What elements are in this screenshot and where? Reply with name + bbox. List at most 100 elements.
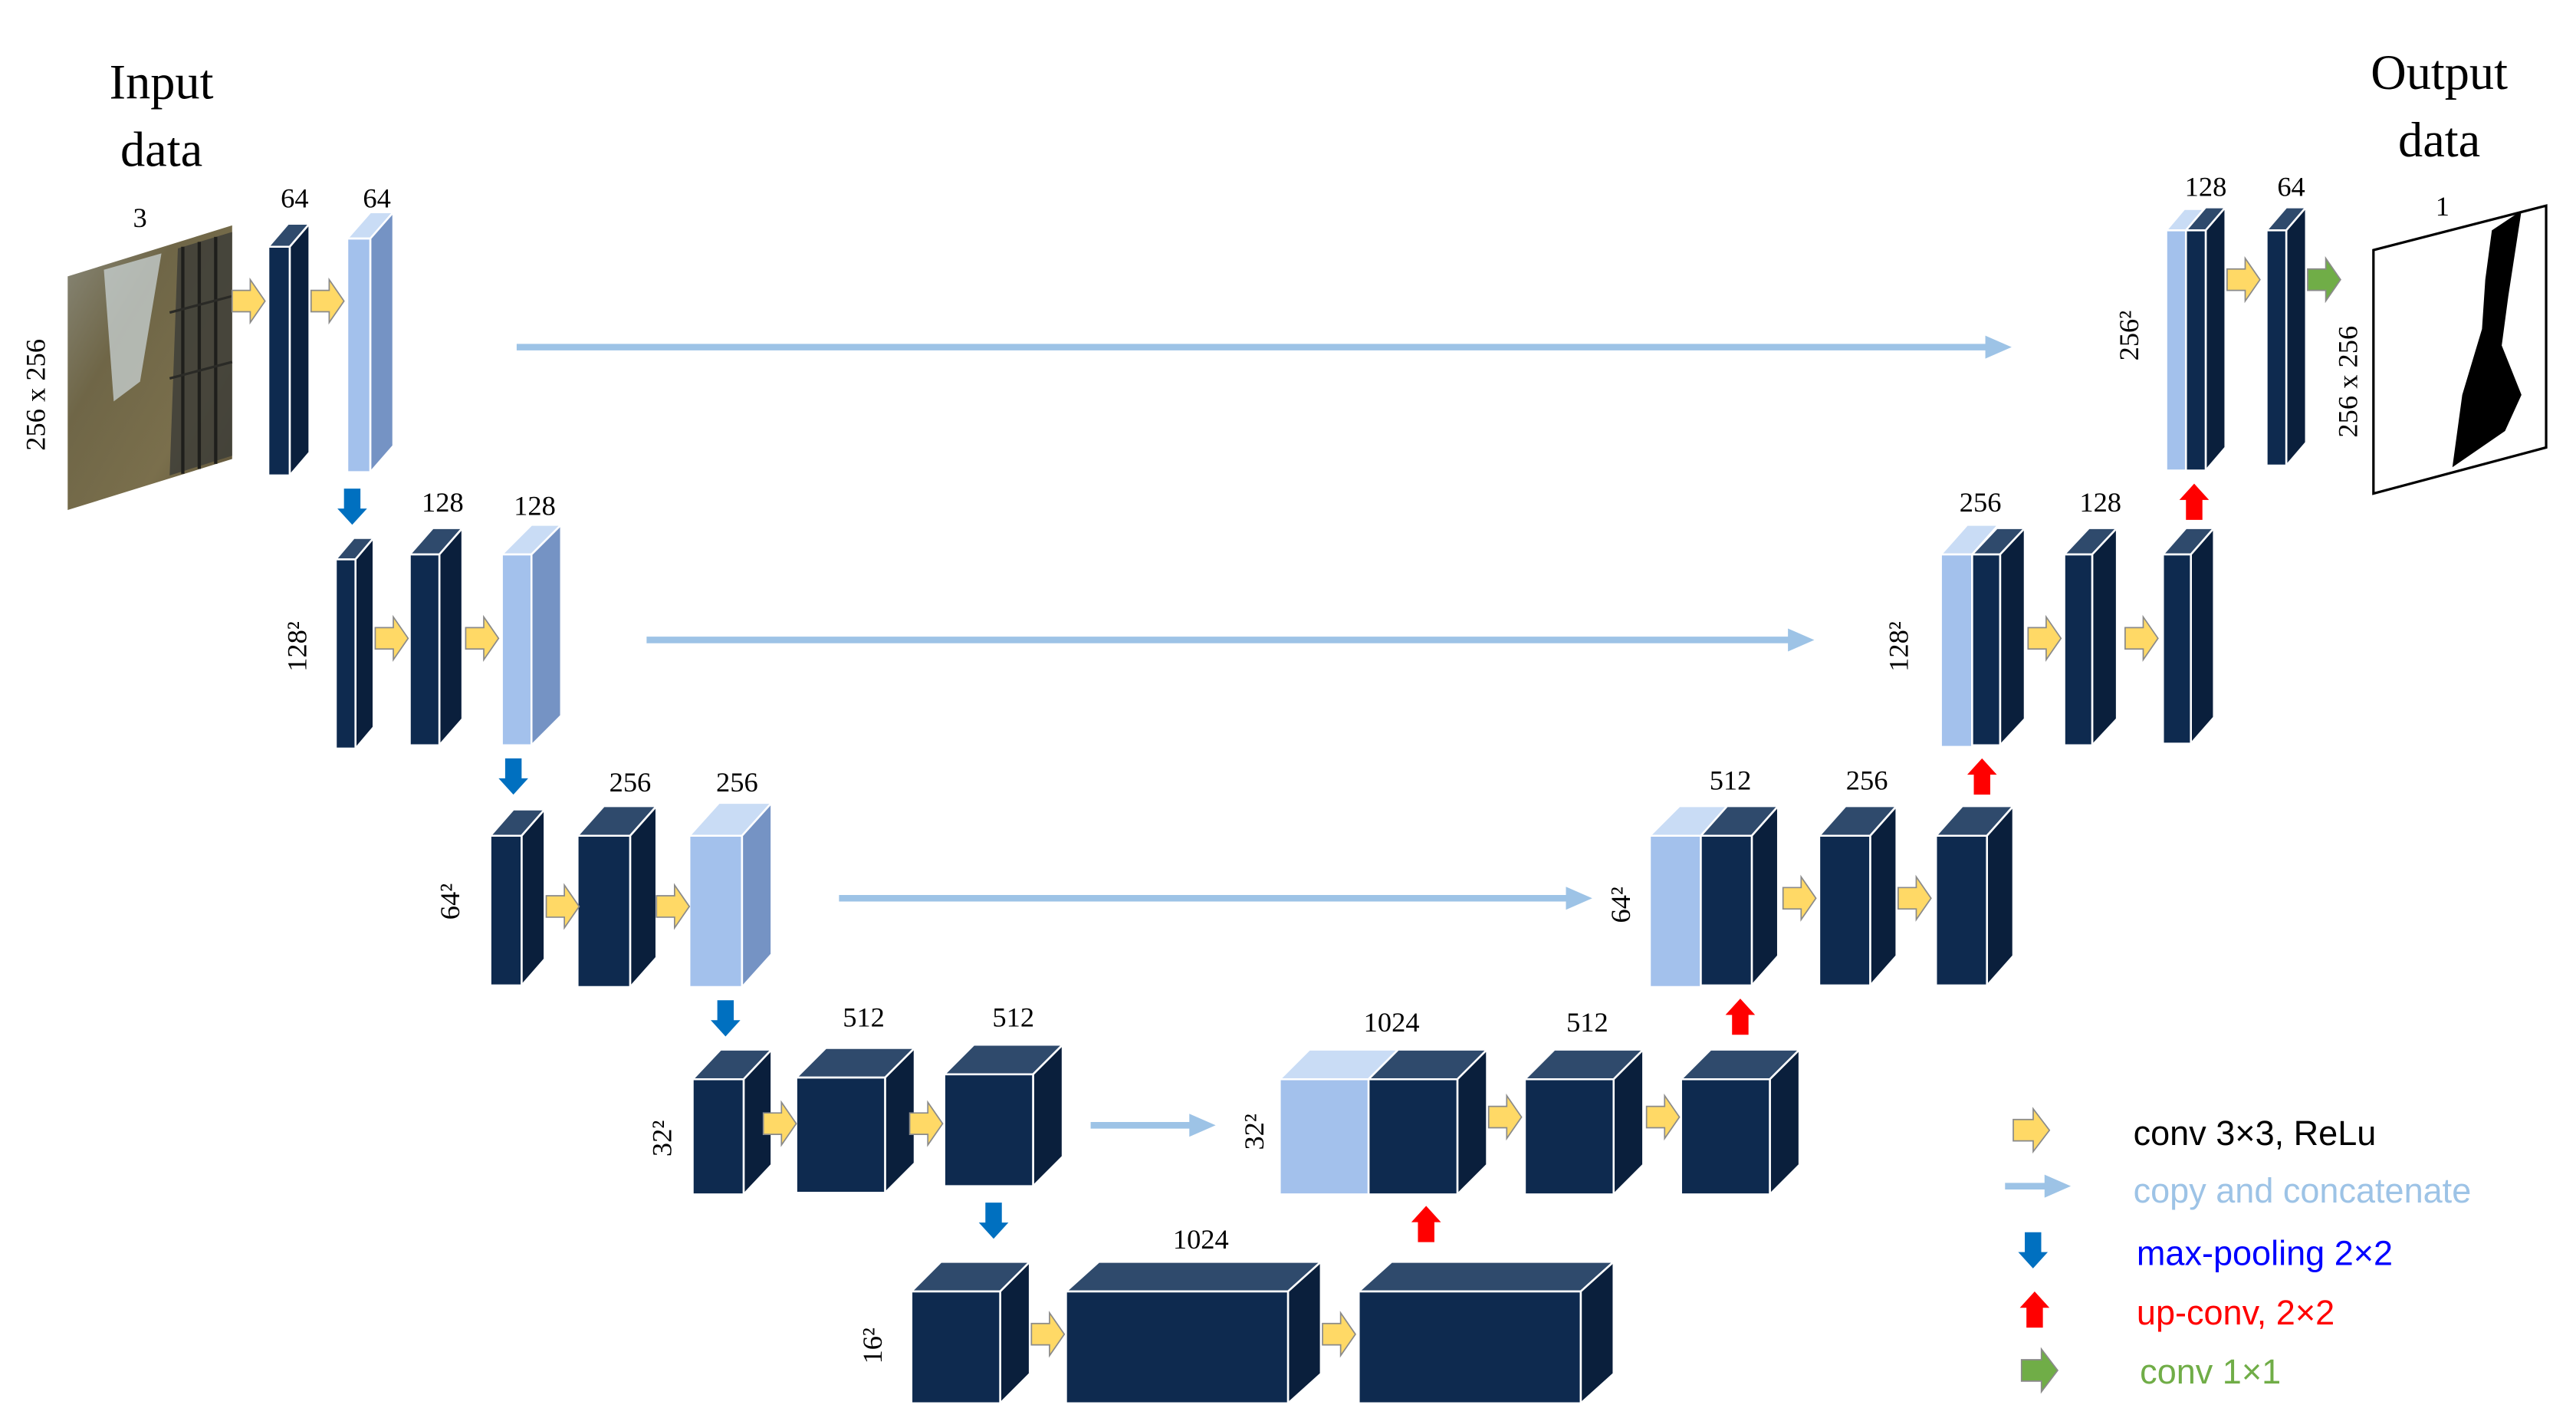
dec1-block-2 <box>2266 206 2308 467</box>
dec4-c1-label: 1024 <box>1364 1007 1420 1038</box>
enc1-c2-label: 64 <box>363 183 390 213</box>
dec2-size-label: 128² <box>1884 621 1914 672</box>
dec1-size-label: 256² <box>2114 311 2144 361</box>
legend: conv 3×3, ReLu copy and concatenate max-… <box>2005 1107 2472 1394</box>
dec2-block-1 <box>1971 527 2026 747</box>
legend-conv-label: conv 3×3, ReLu <box>2134 1114 2377 1153</box>
dec3-conv-arrow-1 <box>1782 874 1817 922</box>
enc4-block-1 <box>692 1048 773 1196</box>
enc3-block-1 <box>489 808 546 987</box>
enc3-c2-label: 256 <box>716 767 758 798</box>
dec1-c2-label: 64 <box>2277 171 2305 202</box>
input-channels-label: 3 <box>133 202 147 233</box>
upconv-arrow-4 <box>1411 1206 1441 1242</box>
bottleneck-channels-label: 1024 <box>1173 1224 1229 1255</box>
dec2-conv-arrow-1 <box>2027 614 2062 662</box>
dec3-block-2 <box>1818 804 1898 987</box>
dec2-c2-label: 128 <box>2079 487 2121 518</box>
skip-connection-4 <box>1090 1114 1216 1137</box>
dec4-block-2 <box>1523 1048 1644 1196</box>
output-size-label: 256 x 256 <box>2332 326 2363 438</box>
dec2-block-2 <box>2063 527 2118 747</box>
enc2-block-3 <box>501 524 563 747</box>
enc2-conv-arrow-1 <box>374 614 409 662</box>
feature-map-blocks <box>267 206 2308 1405</box>
enc3-conv-arrow-2 <box>656 883 691 930</box>
skip-connection-2 <box>646 628 1815 652</box>
enc4-size-label: 32² <box>647 1120 678 1157</box>
enc2-c1-label: 128 <box>422 487 464 518</box>
enc2-size-label: 128² <box>281 621 312 672</box>
output-title-line2: data <box>2398 113 2480 167</box>
output-title-line1: Output <box>2371 45 2508 100</box>
bottleneck-conv-arrow-2 <box>1322 1311 1356 1358</box>
input-title-line1: Input <box>110 55 214 110</box>
legend-upconv-label: up-conv, 2×2 <box>2137 1293 2334 1332</box>
input-image <box>67 225 233 510</box>
enc4-block-3 <box>943 1043 1064 1187</box>
operation-arrows <box>231 256 2341 1358</box>
legend-copy-label: copy and concatenate <box>2134 1171 2472 1210</box>
upconv-arrow-3 <box>1725 999 1756 1035</box>
enc3-size-label: 64² <box>435 883 465 920</box>
enc1-conv-arrow-2 <box>310 277 345 325</box>
dec4-block-3 <box>1680 1048 1801 1196</box>
conv1x1-arrow <box>2307 256 2341 304</box>
dec3-size-label: 64² <box>1605 887 1636 923</box>
dec4-conv-arrow-1 <box>1487 1093 1523 1141</box>
dec1-block-1 <box>2184 206 2227 472</box>
enc2-block-1 <box>334 537 375 750</box>
pool-arrow-3 <box>711 1000 741 1037</box>
bottleneck-conv-arrow-1 <box>1030 1311 1066 1358</box>
skip-connection-3 <box>839 887 1592 910</box>
pool-arrow-4 <box>978 1203 1009 1239</box>
enc1-block-1 <box>267 222 310 477</box>
dec4-conv-arrow-2 <box>1645 1093 1681 1141</box>
enc1-c1-label: 64 <box>281 183 308 213</box>
dec4-size-label: 32² <box>1239 1114 1270 1150</box>
dec3-c1-label: 512 <box>1710 765 1752 796</box>
legend-pool-icon <box>2018 1232 2049 1268</box>
output-channels-label: 1 <box>2436 191 2450 222</box>
dec1-c1-label: 128 <box>2185 171 2227 202</box>
dec1-conv-arrow <box>2226 256 2261 304</box>
dec3-c2-label: 256 <box>1846 765 1888 796</box>
enc3-block-3 <box>688 801 773 989</box>
dec2-block-3 <box>2161 527 2216 745</box>
pool-arrow-2 <box>498 758 528 795</box>
pool-arrow-1 <box>337 489 367 525</box>
output-image <box>2372 204 2548 495</box>
legend-upconv-icon <box>2019 1291 2050 1328</box>
legend-copy-icon <box>2005 1174 2072 1198</box>
enc4-conv-arrow-2 <box>909 1100 944 1147</box>
dec4-c2-label: 512 <box>1566 1007 1608 1038</box>
enc1-block-2 <box>346 211 395 473</box>
upconv-arrow-1 <box>2179 483 2210 520</box>
enc3-c1-label: 256 <box>610 767 652 798</box>
enc3-block-2 <box>577 804 658 989</box>
dec2-c1-label: 256 <box>1960 487 2002 518</box>
enc3-conv-arrow-1 <box>545 883 580 930</box>
bottleneck-block-1 <box>910 1261 1031 1405</box>
dec2-conv-arrow-2 <box>2124 614 2159 662</box>
legend-conv1-icon <box>2020 1347 2059 1394</box>
legend-conv1-label: conv 1×1 <box>2140 1352 2281 1391</box>
input-title-line2: data <box>120 123 202 177</box>
input-size-label: 256 x 256 <box>20 339 51 451</box>
dec4-block-1 <box>1367 1048 1488 1196</box>
enc2-conv-arrow-2 <box>465 614 500 662</box>
enc1-conv-arrow-1 <box>231 277 266 325</box>
enc4-conv-arrow-1 <box>762 1100 797 1147</box>
enc2-c2-label: 128 <box>514 490 556 521</box>
legend-conv-icon <box>2013 1107 2051 1154</box>
enc4-c1-label: 512 <box>843 1002 885 1033</box>
enc4-c2-label: 512 <box>992 1002 1034 1033</box>
enc2-block-2 <box>409 527 464 747</box>
bottleneck-block-2 <box>1065 1261 1322 1405</box>
dec3-conv-arrow-2 <box>1897 874 1932 922</box>
dec3-block-3 <box>1934 804 2015 987</box>
legend-pool-label: max-pooling 2×2 <box>2137 1234 2393 1273</box>
bottleneck-size-label: 16² <box>857 1328 888 1364</box>
dec3-block-1 <box>1700 804 1779 987</box>
